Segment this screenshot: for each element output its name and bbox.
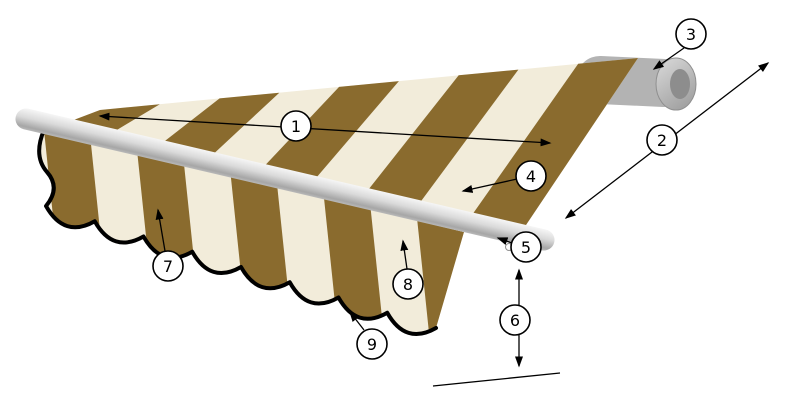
callout-6: 6 bbox=[499, 304, 531, 336]
callout-9: 9 bbox=[356, 328, 388, 360]
callout-4: 4 bbox=[515, 160, 547, 192]
callout-3-label: 3 bbox=[686, 25, 696, 44]
callout-2: 2 bbox=[646, 124, 678, 156]
callout-1-circle bbox=[280, 110, 312, 142]
callout-3-circle bbox=[675, 18, 707, 50]
callout-5: 5 bbox=[510, 231, 542, 263]
callout-9-label: 9 bbox=[367, 335, 377, 354]
callout-7-label: 7 bbox=[163, 257, 173, 276]
callout-2-label: 2 bbox=[657, 131, 667, 150]
leader-line-front-profile bbox=[496, 237, 513, 245]
callout-6-label: 6 bbox=[510, 311, 520, 330]
callout-1: 1 bbox=[280, 110, 312, 142]
callout-7-circle bbox=[152, 250, 184, 282]
callout-5-circle bbox=[510, 231, 542, 263]
callout-4-label: 4 bbox=[526, 167, 536, 186]
measure-line-fabric-width bbox=[98, 112, 552, 147]
callout-8-circle bbox=[392, 268, 424, 300]
leader-line-fabric-edge bbox=[461, 178, 518, 193]
callout-3: 3 bbox=[675, 18, 707, 50]
measure-baseline bbox=[432, 372, 561, 387]
leader-line-valance-top bbox=[400, 239, 409, 270]
callout-8-label: 8 bbox=[403, 275, 413, 294]
valance-stripe bbox=[230, 175, 290, 302]
leader-line-trim bbox=[349, 310, 365, 331]
callout-6-circle bbox=[499, 304, 531, 336]
valance-stripe bbox=[324, 198, 383, 325]
callout-5-label: 5 bbox=[521, 238, 531, 257]
callout-9-circle bbox=[356, 328, 388, 360]
roller-end-cap-inner bbox=[670, 69, 690, 99]
callout-1-label: 1 bbox=[291, 117, 301, 136]
callout-7: 7 bbox=[152, 250, 184, 282]
callout-4-circle bbox=[515, 160, 547, 192]
callouts: 1 2 3 4 5 6 7 8 bbox=[152, 18, 707, 360]
leader-line-roller bbox=[652, 47, 685, 70]
callout-8: 8 bbox=[392, 268, 424, 300]
callout-2-circle bbox=[646, 124, 678, 156]
leader-line-valance bbox=[155, 208, 166, 252]
